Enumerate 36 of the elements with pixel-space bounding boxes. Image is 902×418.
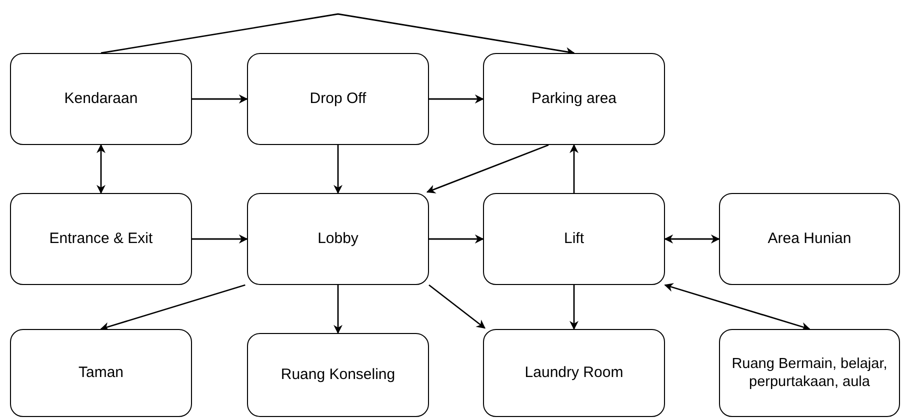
process-box xyxy=(483,329,665,417)
box-label: Area Hunian xyxy=(768,230,852,248)
box-label: Ruang Konseling xyxy=(280,366,396,384)
process-box xyxy=(483,193,665,285)
arrow xyxy=(96,144,106,194)
box-label: Entrance & Exit xyxy=(49,230,153,248)
box-label: Taman xyxy=(78,364,124,382)
arrow xyxy=(664,283,810,331)
arrow xyxy=(428,284,486,329)
box-label: Laundry Room xyxy=(524,364,624,382)
box-label: Lobby xyxy=(318,230,358,248)
box-label: Ruang Bermain, belajar, perpurtakaan, aula xyxy=(730,354,888,392)
arrow xyxy=(570,144,578,193)
arrow xyxy=(100,284,246,331)
process-box xyxy=(483,53,665,145)
process-box xyxy=(10,193,192,285)
process-box xyxy=(719,329,900,417)
box-label: Lift xyxy=(564,230,584,248)
arrow xyxy=(334,285,342,334)
arrow xyxy=(334,145,342,194)
arrow xyxy=(192,234,248,244)
arrow xyxy=(570,285,578,330)
arrow xyxy=(192,94,248,104)
process-box xyxy=(10,329,192,417)
arrow xyxy=(426,144,549,194)
box-label: Parking area xyxy=(531,90,617,108)
process-box xyxy=(10,53,192,145)
process-box xyxy=(247,193,429,285)
box-label: Drop Off xyxy=(310,90,366,108)
arrow xyxy=(429,234,484,244)
process-box xyxy=(247,333,429,417)
arrow xyxy=(664,234,720,244)
process-box xyxy=(719,193,900,285)
arrow xyxy=(429,94,484,104)
box-label: Kendaraan xyxy=(64,90,138,108)
process-box xyxy=(247,53,429,145)
